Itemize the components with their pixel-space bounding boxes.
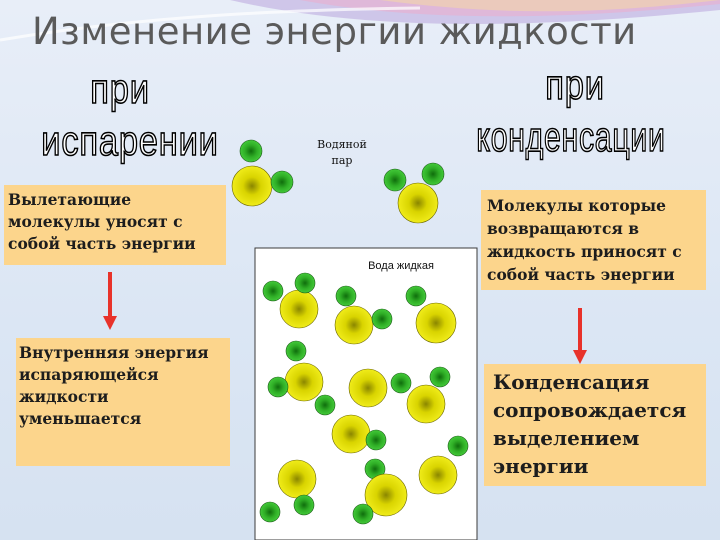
condensation-result-box: Конденсация сопровождается выделением эн…: [484, 364, 706, 486]
liquid-molecule-small: [262, 280, 284, 302]
liquid-molecule-small: [390, 372, 412, 394]
liquid-molecule-small: [285, 340, 307, 362]
vapor-molecule-large: [397, 182, 439, 224]
liquid-molecule-large: [277, 459, 317, 499]
vapor-molecule-small: [421, 162, 445, 186]
liquid-molecule-large: [284, 362, 324, 402]
heading-condensation-line2: конденсации: [476, 113, 666, 161]
decorative-swoosh: [0, 0, 720, 42]
evaporation-cause-box: Вылетающие молекулы уносят с собой часть…: [4, 185, 226, 265]
liquid-molecule-large: [348, 368, 388, 408]
liquid-molecule-large: [415, 302, 457, 344]
liquid-molecule-small: [447, 435, 469, 457]
liquid-molecule-small: [314, 394, 336, 416]
label-liquid-water: Вода жидкая: [368, 260, 434, 272]
liquid-molecule-small: [371, 308, 393, 330]
liquid-molecule-large: [418, 455, 458, 495]
heading-condensation-line1: при: [545, 61, 605, 109]
liquid-molecule-small: [405, 285, 427, 307]
liquid-molecule-large: [406, 384, 446, 424]
vapor-molecule-large: [231, 165, 273, 207]
heading-evaporation-line1: при: [90, 65, 150, 113]
liquid-molecules: [259, 272, 469, 525]
label-water-vapor: Водяной пар: [317, 138, 367, 167]
liquid-molecule-small: [429, 366, 451, 388]
liquid-molecule-small: [267, 376, 289, 398]
liquid-molecule-large: [331, 414, 371, 454]
slide-title: Изменение энергии жидкости: [32, 10, 637, 53]
liquid-molecule-large: [334, 305, 374, 345]
heading-evaporation-line2: испарении: [41, 117, 219, 165]
liquid-molecule-small: [293, 494, 315, 516]
liquid-molecule-large: [279, 289, 319, 329]
liquid-molecule-small: [335, 285, 357, 307]
liquid-molecule-small: [365, 429, 387, 451]
liquid-molecule-small: [352, 503, 374, 525]
evaporation-result-box: Внутренняя энергия испаряющейся жидкости…: [16, 338, 230, 466]
vapor-molecule-small: [239, 139, 263, 163]
liquid-molecule-large: [364, 473, 408, 517]
arrow-condensation: [573, 308, 587, 364]
liquid-molecule-small: [294, 272, 316, 294]
vapor-molecules: [231, 139, 445, 224]
liquid-molecule-small: [259, 501, 281, 523]
condensation-cause-box: Молекулы которые возвращаются в жидкость…: [481, 190, 706, 290]
vapor-molecule-small: [383, 168, 407, 192]
arrow-evaporation: [103, 272, 117, 330]
vapor-molecule-small: [270, 170, 294, 194]
